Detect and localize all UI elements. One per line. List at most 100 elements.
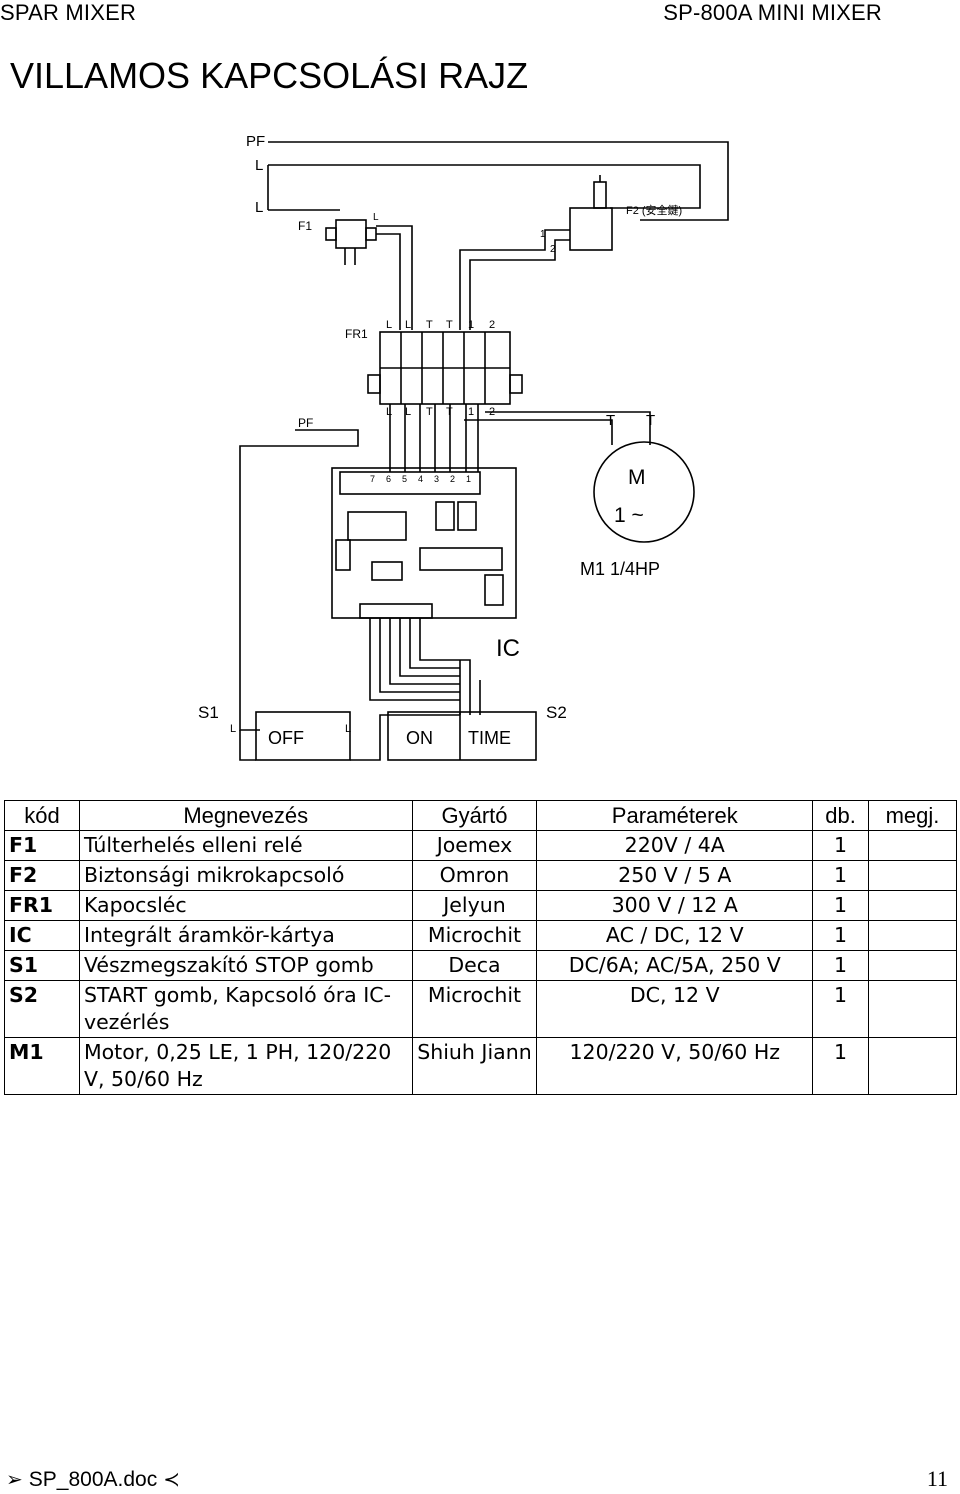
table-row: S2 START gomb, Kapcsoló óra IC-vezérlés …: [4, 980, 957, 1038]
cell-qty: 1: [812, 950, 870, 981]
header-left: SPAR MIXER: [0, 0, 137, 25]
column-header: Megnevezés: [78, 800, 413, 831]
cell-maker: Shiuh Jiann: [411, 1037, 538, 1095]
terminal-top-label: 1: [468, 319, 474, 331]
label-motor-t2: T: [646, 412, 655, 429]
cell-maker: Jelyun: [411, 890, 538, 921]
wiring-diagram: PF L L F1 L F2 (安全鍵) 1 2 FR1 L L T T 1 2…: [198, 133, 729, 761]
cell-name: START gomb, Kapcsoló óra IC-vezérlés: [78, 980, 413, 1038]
s2-on-time-switch: [387, 711, 537, 761]
table-row: IC Integrált áramkör-kártya Microchit AC…: [4, 920, 957, 951]
cell-note: [868, 890, 957, 921]
terminal-bottom-label: T: [446, 406, 453, 418]
cell-maker: Omron: [411, 860, 538, 891]
motor: [593, 441, 695, 543]
cell-qty: 1: [812, 860, 870, 891]
cell-name: Túlterhelés elleni relé: [78, 830, 413, 861]
cell-note: [868, 1037, 957, 1095]
cell-note: [868, 830, 957, 861]
cell-code: F1: [4, 830, 80, 861]
wire-pf-mid: [239, 429, 359, 731]
page-number: 11: [926, 1466, 948, 1491]
cell-code: M1: [4, 1037, 80, 1095]
cell-note: [868, 950, 957, 981]
f1-relay: [335, 219, 367, 249]
cell-qty: 1: [812, 830, 870, 861]
parts-table: kód Megnevezés Gyártó Paraméterek db. me…: [4, 800, 957, 1095]
label-motor-t1: T: [606, 412, 615, 429]
cell-name: Kapocsléc: [78, 890, 413, 921]
cell-name: Motor, 0,25 LE, 1 PH, 120/220 V, 50/60 H…: [78, 1037, 413, 1095]
cell-param: DC, 12 V: [536, 980, 814, 1038]
f2-switch: [569, 207, 613, 251]
table-row: F2 Biztonsági mikrokapcsoló Omron 250 V …: [4, 860, 957, 891]
cell-param: AC / DC, 12 V: [536, 920, 814, 951]
header-right: SP-800A MINI MIXER: [663, 0, 882, 25]
cell-param: 250 V / 5 A: [536, 860, 814, 891]
cell-note: [868, 860, 957, 891]
label-s1-l2: L: [345, 723, 351, 735]
label-ic: IC: [496, 635, 520, 662]
terminal-bottom-label: L: [386, 406, 392, 418]
cell-maker: Microchit: [411, 920, 538, 951]
label-time: TIME: [468, 728, 511, 748]
label-l-top1: L: [255, 157, 263, 174]
cell-note: [868, 920, 957, 951]
board-pin-label: 5: [402, 474, 407, 484]
table-header-row: kód Megnevezés Gyártó Paraméterek db. me…: [4, 800, 957, 831]
label-motor-phase: 1 ~: [614, 504, 644, 527]
cell-qty: 1: [812, 980, 870, 1038]
cell-param: 300 V / 12 A: [536, 890, 814, 921]
cell-param: 120/220 V, 50/60 Hz: [536, 1037, 814, 1095]
terminal-top-label: 2: [489, 319, 495, 331]
cell-code: S1: [4, 950, 80, 981]
cell-code: F2: [4, 860, 80, 891]
table-row: FR1 Kapocsléc Jelyun 300 V / 12 A 1: [4, 890, 957, 921]
cell-name: Biztonsági mikrokapcsoló: [78, 860, 413, 891]
column-header: Gyártó: [411, 800, 538, 831]
label-f2-1: 1: [540, 229, 546, 240]
board-pin-label: 2: [450, 474, 455, 484]
arrow-right-icon: ➢: [6, 1469, 23, 1491]
arrow-left-icon: ≺: [163, 1469, 180, 1491]
column-header: kód: [4, 800, 80, 831]
cell-maker: Microchit: [411, 980, 538, 1038]
label-fr1: FR1: [345, 327, 368, 341]
cell-qty: 1: [812, 920, 870, 951]
cell-qty: 1: [812, 1037, 870, 1095]
table-row: F1 Túlterhelés elleni relé Joemex 220V /…: [4, 830, 957, 861]
label-off: OFF: [268, 728, 304, 748]
cell-maker: Deca: [411, 950, 538, 981]
terminal-bottom-label: 1: [468, 406, 474, 418]
board-pin-label: 1: [466, 474, 471, 484]
label-motor-m: M: [628, 466, 646, 489]
cell-param: DC/6A; AC/5A, 250 V: [536, 950, 814, 981]
wire-l-top: [268, 164, 701, 209]
label-pf-mid: PF: [298, 416, 313, 430]
label-l-top2: L: [255, 199, 263, 216]
label-on: ON: [406, 728, 433, 748]
cell-param: 220V / 4A: [536, 830, 814, 861]
column-header: Paraméterek: [536, 800, 814, 831]
s1-off-switch: [255, 711, 351, 761]
label-f2-2: 2: [550, 244, 556, 255]
footer-filename-text: SP_800A.doc: [28, 1467, 158, 1491]
cell-code: IC: [4, 920, 80, 951]
footer-filename: ➢ SP_800A.doc ≺: [6, 1467, 180, 1492]
column-header: megj.: [868, 800, 957, 831]
terminal-bottom-label: T: [426, 406, 433, 418]
cell-note: [868, 980, 957, 1038]
terminal-top-label: T: [446, 319, 453, 331]
label-motor-rating: M1 1/4HP: [580, 559, 660, 579]
label-pf-top: PF: [246, 133, 265, 150]
label-f2: F2 (安全鍵): [626, 203, 682, 217]
label-s1-l1: L: [230, 723, 236, 735]
cell-qty: 1: [812, 890, 870, 921]
page-title: VILLAMOS KAPCSOLÁSI RAJZ: [10, 55, 529, 96]
cell-name: Integrált áramkör-kártya: [78, 920, 413, 951]
terminal-bottom-label: L: [405, 406, 411, 418]
terminal-top-label: T: [426, 319, 433, 331]
board-pin-label: 4: [418, 474, 423, 484]
table-row: S1 Vészmegszakító STOP gomb Deca DC/6A; …: [4, 950, 957, 981]
label-f1-l: L: [373, 212, 379, 223]
